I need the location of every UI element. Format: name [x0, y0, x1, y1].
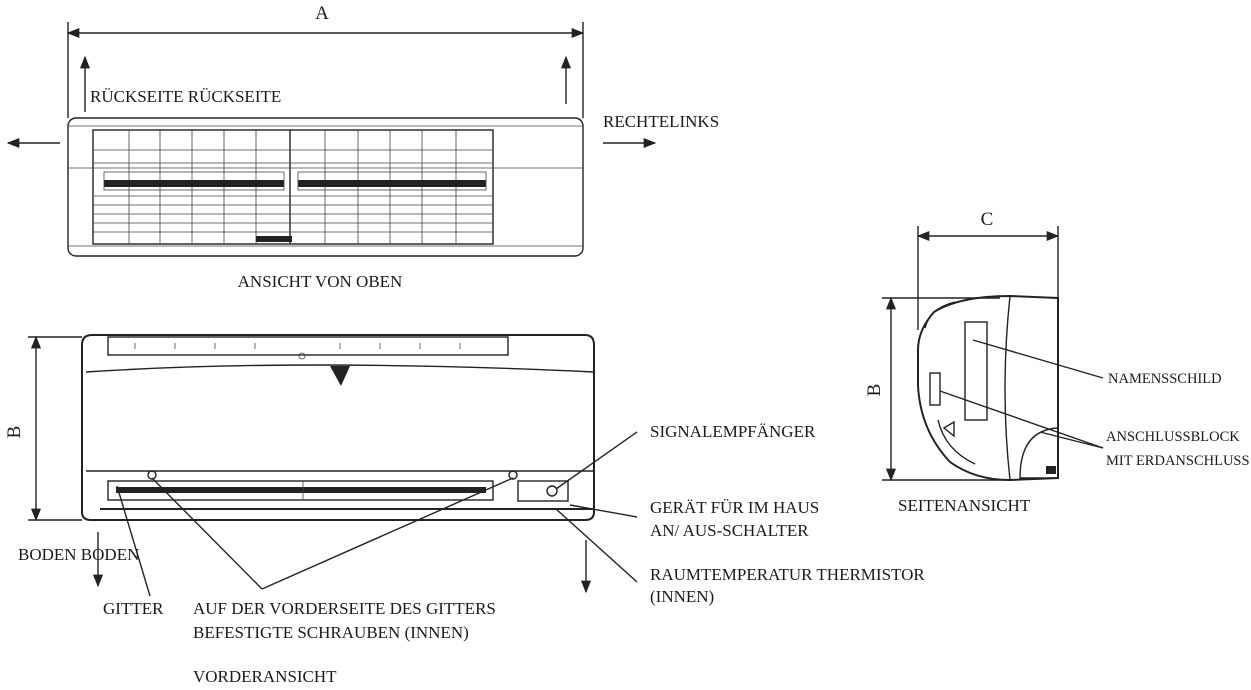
dimension-c-label: C: [981, 209, 994, 230]
top-view-grille: [92, 129, 494, 245]
signal-receiver-box: [517, 480, 569, 502]
side-view-body: [917, 294, 1059, 482]
front-grille-slot: [107, 480, 494, 501]
anschluss-label-line2: MIT ERDANSCHLUSS: [1106, 453, 1250, 469]
raumtemp-label-line2: (INNEN): [650, 587, 714, 606]
top-view-body: [67, 117, 584, 257]
signal-leader: [555, 431, 638, 490]
geraet-label-line1: GERÄT FÜR IM HAUS: [650, 498, 819, 517]
schrauben-label-line1: AUF DER VORDERSEITE DES GITTERS: [193, 599, 496, 618]
screw-leader-left: [151, 477, 263, 590]
vorderansicht-label: VORDERANSICHT: [193, 667, 337, 686]
anschluss-leader-1: [939, 390, 1104, 449]
terminal-block: [929, 372, 941, 406]
rueckseite-label: RÜCKSEITE RÜCKSEITE: [90, 87, 281, 106]
rechtelinks-label: RECHTELINKS: [603, 112, 719, 131]
gitter-label: GITTER: [103, 599, 164, 618]
thermistor-leader: [555, 508, 638, 583]
seitenansicht-label: SEITENANSICHT: [898, 496, 1031, 515]
switch-leader: [569, 504, 638, 518]
raumtemp-label-line1: RAUMTEMPERATUR THERMISTOR: [650, 565, 925, 584]
namensschild-leader: [972, 339, 1104, 379]
namensschild-label: NAMENSSCHILD: [1108, 371, 1222, 387]
ansicht-oben-label: ANSICHT VON OBEN: [238, 272, 403, 291]
side-pipe-recess: [1019, 427, 1059, 479]
front-view: B SIGNALEMPFÄNGER GE: [4, 334, 925, 686]
dimension-a-label: A: [315, 3, 329, 24]
screw-leader-right: [261, 477, 514, 590]
anschluss-leader-2: [1039, 431, 1104, 449]
front-view-body: [81, 334, 595, 521]
schrauben-label-line2: BEFESTIGTE SCHRAUBEN (INNEN): [193, 623, 469, 642]
top-view: A RÜCKSEITE RÜCKSEITE RECHTELINKS: [6, 3, 719, 291]
gitter-leader: [116, 485, 151, 597]
dimension-b-front-label: B: [4, 426, 25, 439]
geraet-label-line2: AN/ AUS-SCHALTER: [650, 521, 809, 540]
side-view: C B NAMENSSCHILD ANSCHLUSSBLOCK MIT ERDA…: [864, 209, 1250, 515]
anschluss-label-line1: ANSCHLUSSBLOCK: [1106, 429, 1240, 445]
boden-label: BODEN BODEN: [18, 545, 139, 564]
dimension-b-side-label: B: [864, 384, 885, 397]
nameplate: [964, 321, 988, 421]
signalempfaenger-label: SIGNALEMPFÄNGER: [650, 422, 816, 441]
front-top-vent: [107, 336, 509, 356]
